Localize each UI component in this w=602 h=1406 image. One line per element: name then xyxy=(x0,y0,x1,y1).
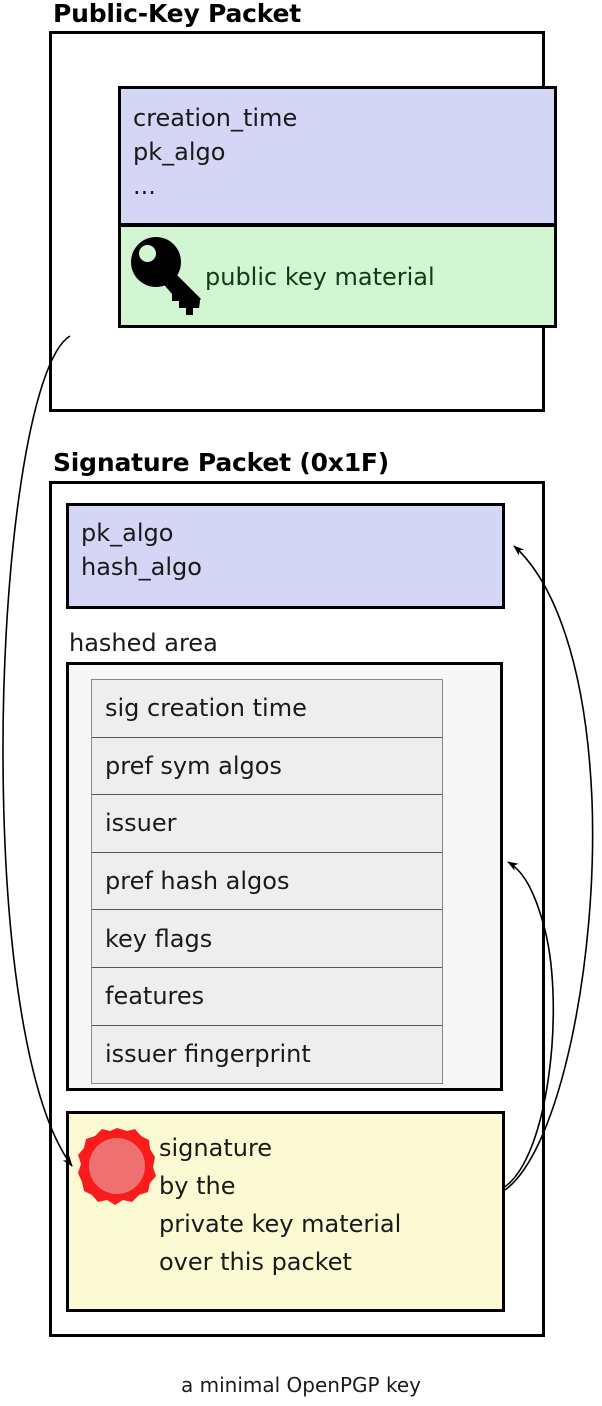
subpacket-label: key flags xyxy=(105,924,213,953)
subpacket-label: issuer fingerprint xyxy=(105,1040,311,1069)
public-key-header-field-box: creation_time pk_algo ... xyxy=(118,86,557,226)
signature-packet-title: Signature Packet (0x1F) xyxy=(53,448,390,477)
signature-header-field-box: pk_algo hash_algo xyxy=(66,503,505,609)
subpacket-label: sig creation time xyxy=(105,694,307,723)
key-icon xyxy=(131,237,201,315)
subpacket-row: issuer xyxy=(92,795,442,853)
subpacket-row: issuer fingerprint xyxy=(92,1025,442,1084)
public-key-header-fields: creation_time pk_algo ... xyxy=(133,104,298,200)
hashed-area-box: sig creation time pref sym algos issuer … xyxy=(66,662,503,1091)
signature-value-box: signature by the private key material ov… xyxy=(66,1111,505,1312)
public-key-material-label: public key material xyxy=(205,263,435,291)
subpacket-row: sig creation time xyxy=(92,680,442,738)
signature-value-text: signature by the private key material ov… xyxy=(159,1134,402,1276)
subpacket-label: pref sym algos xyxy=(105,751,282,780)
wax-seal-icon xyxy=(78,1128,156,1205)
subpacket-row: key flags xyxy=(92,910,442,968)
public-key-material-box: public key material xyxy=(118,224,557,328)
subpacket-label: pref hash algos xyxy=(105,867,290,896)
subpacket-row: features xyxy=(92,967,442,1026)
subpacket-row: pref hash algos xyxy=(92,852,442,911)
subpacket-label: features xyxy=(105,982,205,1011)
subpacket-list: sig creation time pref sym algos issuer … xyxy=(91,679,443,1085)
subpacket-label: issuer xyxy=(105,809,177,838)
hashed-area-label: hashed area xyxy=(69,629,218,657)
diagram-caption: a minimal OpenPGP key xyxy=(181,1373,421,1397)
subpacket-row: pref sym algos xyxy=(92,737,442,796)
public-key-packet-frame: creation_time pk_algo ... public key mat… xyxy=(49,31,557,412)
signature-header-fields: pk_algo hash_algo xyxy=(81,519,202,581)
public-key-packet-title: Public-Key Packet xyxy=(53,0,302,28)
